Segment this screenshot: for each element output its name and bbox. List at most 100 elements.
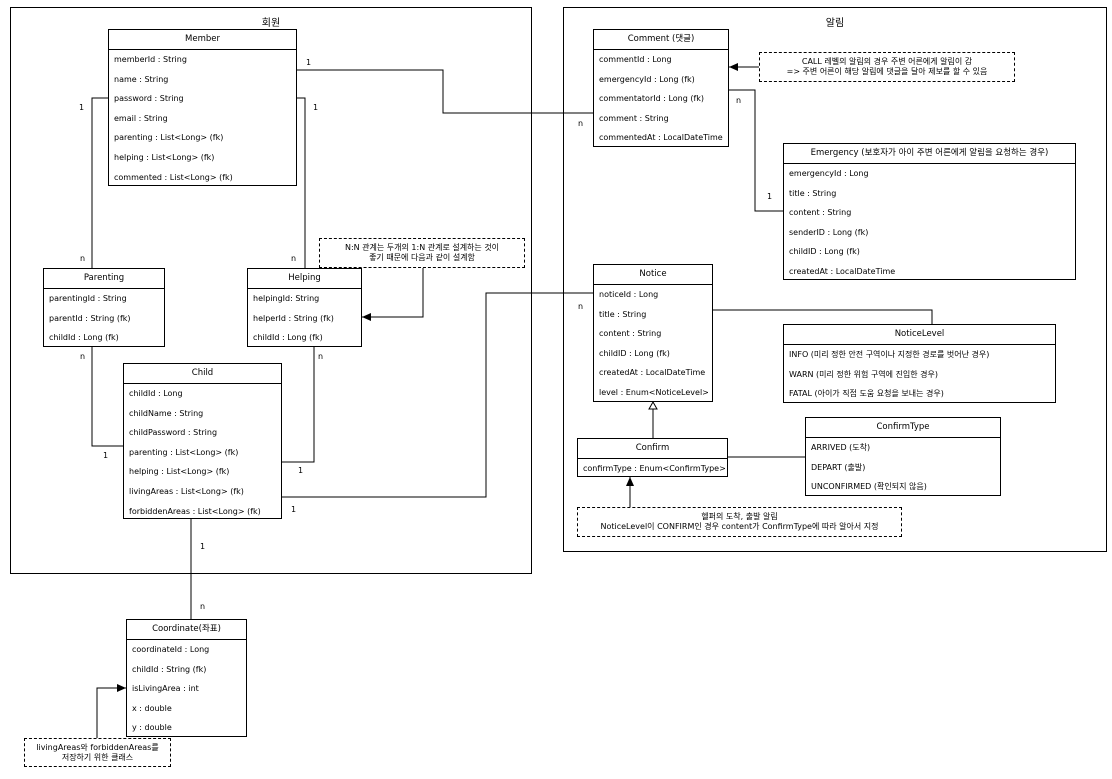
emergency-field: childID : Long (fk)	[789, 247, 860, 257]
notice-field: childID : Long (fk)	[599, 348, 670, 358]
member-field: memberId : String	[114, 55, 187, 64]
helping-field: helpingId: String	[253, 294, 320, 303]
call-level-note: CALL 레벨의 알림의 경우 주변 어른에게 알림이 감 => 주변 어른이 …	[759, 52, 1015, 82]
coordinate-field: isLivingArea : int	[132, 684, 199, 694]
line-parenting-child	[91, 347, 123, 447]
member-class: Member memberId : String name : String p…	[108, 29, 297, 186]
line-child-notice	[282, 292, 593, 498]
member-field: email : String	[114, 113, 168, 123]
child-field: helping : List<Long> (fk)	[129, 467, 230, 477]
confirmtype-field: ARRIVED (도착)	[811, 443, 871, 452]
child-field: forbiddenAreas : List<Long> (fk)	[129, 506, 261, 516]
arrow-note-coord	[96, 684, 126, 738]
notice-class: Notice noticeId : Long title : String co…	[593, 264, 713, 402]
noticelevel-class: NoticeLevel INFO (미리 정한 안전 구역이나 지정한 경로를 …	[783, 324, 1056, 403]
member-frame-title: 회원	[261, 18, 281, 29]
parenting-field: parentId : String (fk)	[49, 313, 131, 323]
notify-frame-title: 알림	[825, 18, 845, 29]
child-class: Child childId : Long childName : String …	[123, 363, 282, 519]
notice-field: noticeId : Long	[599, 290, 659, 299]
noticelevel-class-title: NoticeLevel	[784, 325, 1055, 345]
helping-class: Helping helpingId: String helperId : Str…	[247, 268, 362, 347]
emergency-class: Emergency (보호자가 아이 주변 어른에게 알림을 요청하는 경우) …	[783, 143, 1076, 280]
multiplicity-label: 1	[767, 192, 773, 201]
member-class-title: Member	[109, 30, 296, 50]
helping-field: childId : Long (fk)	[253, 333, 323, 343]
notice-field: content : String	[599, 329, 662, 339]
arrow-note-helping	[362, 269, 424, 321]
comment-field: commentatorId : Long (fk)	[599, 94, 705, 104]
nn-relation-note: N:N 관계는 두개의 1:N 관계로 설계하는 것이 좋기 때문에 다음과 같…	[319, 238, 525, 268]
member-field: password : String	[114, 94, 184, 104]
multiplicity-label: 1	[103, 451, 109, 460]
notice-field: title : String	[599, 309, 647, 319]
coordinate-field: coordinateId : Long	[132, 645, 210, 654]
line-member-comment	[297, 69, 593, 114]
member-field: helping : List<Long> (fk)	[114, 152, 215, 162]
multiplicity-label: n	[578, 302, 584, 311]
notice-field: level : Enum<NoticeLevel>	[599, 387, 709, 397]
member-frame: 회원	[10, 7, 532, 574]
coordinate-class: Coordinate(좌표) coordinateId : Long child…	[126, 619, 247, 737]
emergency-field: title : String	[789, 188, 837, 198]
confirmtype-class-title: ConfirmType	[806, 418, 1000, 438]
line-helping-child	[282, 347, 315, 463]
helper-notice-note: 헬퍼의 도착, 출발 알림 NoticeLevel이 CONFIRM인 경우 c…	[577, 507, 902, 537]
note-line: CALL 레벨의 알림의 경우 주변 어른에게 알림이 감	[801, 57, 973, 66]
multiplicity-label: 1	[306, 58, 312, 67]
comment-class: Comment (댓글) commentId : Long emergencyI…	[593, 29, 729, 147]
line-notice-noticelevel	[713, 309, 933, 324]
noticelevel-field: WARN (미리 정한 위험 구역에 진입한 경우)	[789, 369, 939, 379]
coordinate-class-title: Coordinate(좌표)	[127, 620, 246, 640]
multiplicity-label: 1	[298, 466, 304, 475]
multiplicity-label: n	[80, 254, 86, 263]
helping-class-title: Helping	[248, 269, 361, 289]
confirmtype-field: UNCONFIRMED (확인되지 않음)	[811, 482, 927, 492]
parenting-class-title: Parenting	[44, 269, 164, 289]
noticelevel-field: FATAL (아이가 직접 도움 요청을 보내는 경우)	[789, 389, 944, 399]
multiplicity-label: n	[80, 352, 86, 361]
member-field: parenting : List<Long> (fk)	[114, 133, 224, 143]
emergency-field: content : String	[789, 208, 852, 218]
member-field: name : String	[114, 74, 169, 84]
parenting-field: parentingId : String	[49, 294, 127, 303]
member-field: commented : List<Long> (fk)	[114, 172, 233, 182]
comment-field: emergencyId : Long (fk)	[599, 74, 695, 84]
notice-class-title: Notice	[594, 265, 712, 285]
multiplicity-label: n	[200, 602, 206, 611]
multiplicity-label: n	[318, 352, 324, 361]
confirm-class-title: Confirm	[578, 439, 727, 459]
comment-class-title: Comment (댓글)	[594, 30, 728, 50]
child-field: parenting : List<Long> (fk)	[129, 447, 239, 457]
comment-field: comment : String	[599, 113, 669, 123]
child-field: livingAreas : List<Long> (fk)	[129, 486, 244, 496]
emergency-field: senderID : Long (fk)	[789, 227, 869, 237]
notify-frame: 알림	[563, 7, 1107, 552]
multiplicity-label: 1	[313, 103, 319, 112]
note-line: NoticeLevel이 CONFIRM인 경우 content가 Confir…	[600, 522, 879, 531]
parenting-class: Parenting parentingId : String parentId …	[43, 268, 165, 347]
helping-field: helperId : String (fk)	[253, 313, 334, 323]
confirm-field: confirmType : Enum<ConfirmType>	[583, 464, 726, 473]
noticelevel-field: INFO (미리 정한 안전 구역이나 지정한 경로를 벗어난 경우)	[789, 350, 990, 359]
emergency-field: emergencyId : Long	[789, 169, 869, 178]
child-field: childName : String	[129, 408, 204, 418]
coordinate-field: x : double	[132, 703, 172, 713]
coordinate-field: childId : String (fk)	[132, 664, 207, 674]
multiplicity-label: n	[736, 96, 742, 105]
multiplicity-label: n	[291, 254, 297, 263]
multiplicity-label: 1	[291, 505, 297, 514]
child-field: childId : Long	[129, 389, 183, 398]
parenting-field: childId : Long (fk)	[49, 333, 119, 343]
line-member-parenting	[91, 97, 108, 268]
note-line: N:N 관계는 두개의 1:N 관계로 설계하는 것이	[344, 243, 500, 252]
child-field: childPassword : String	[129, 428, 218, 438]
child-class-title: Child	[124, 364, 281, 384]
confirmtype-field: DEPART (출발)	[811, 462, 866, 472]
note-line: 좋기 때문에 다음과 같이 설계함	[369, 253, 475, 262]
note-line: => 주변 어른이 해당 알림에 댓글을 달아 제보를 할 수 있음	[786, 67, 988, 76]
comment-field: commentId : Long	[599, 55, 672, 64]
note-line: 저장하기 위한 클래스	[61, 752, 134, 762]
line-member-helping	[297, 97, 306, 268]
comment-field: commentedAt : LocalDateTime	[599, 133, 723, 143]
